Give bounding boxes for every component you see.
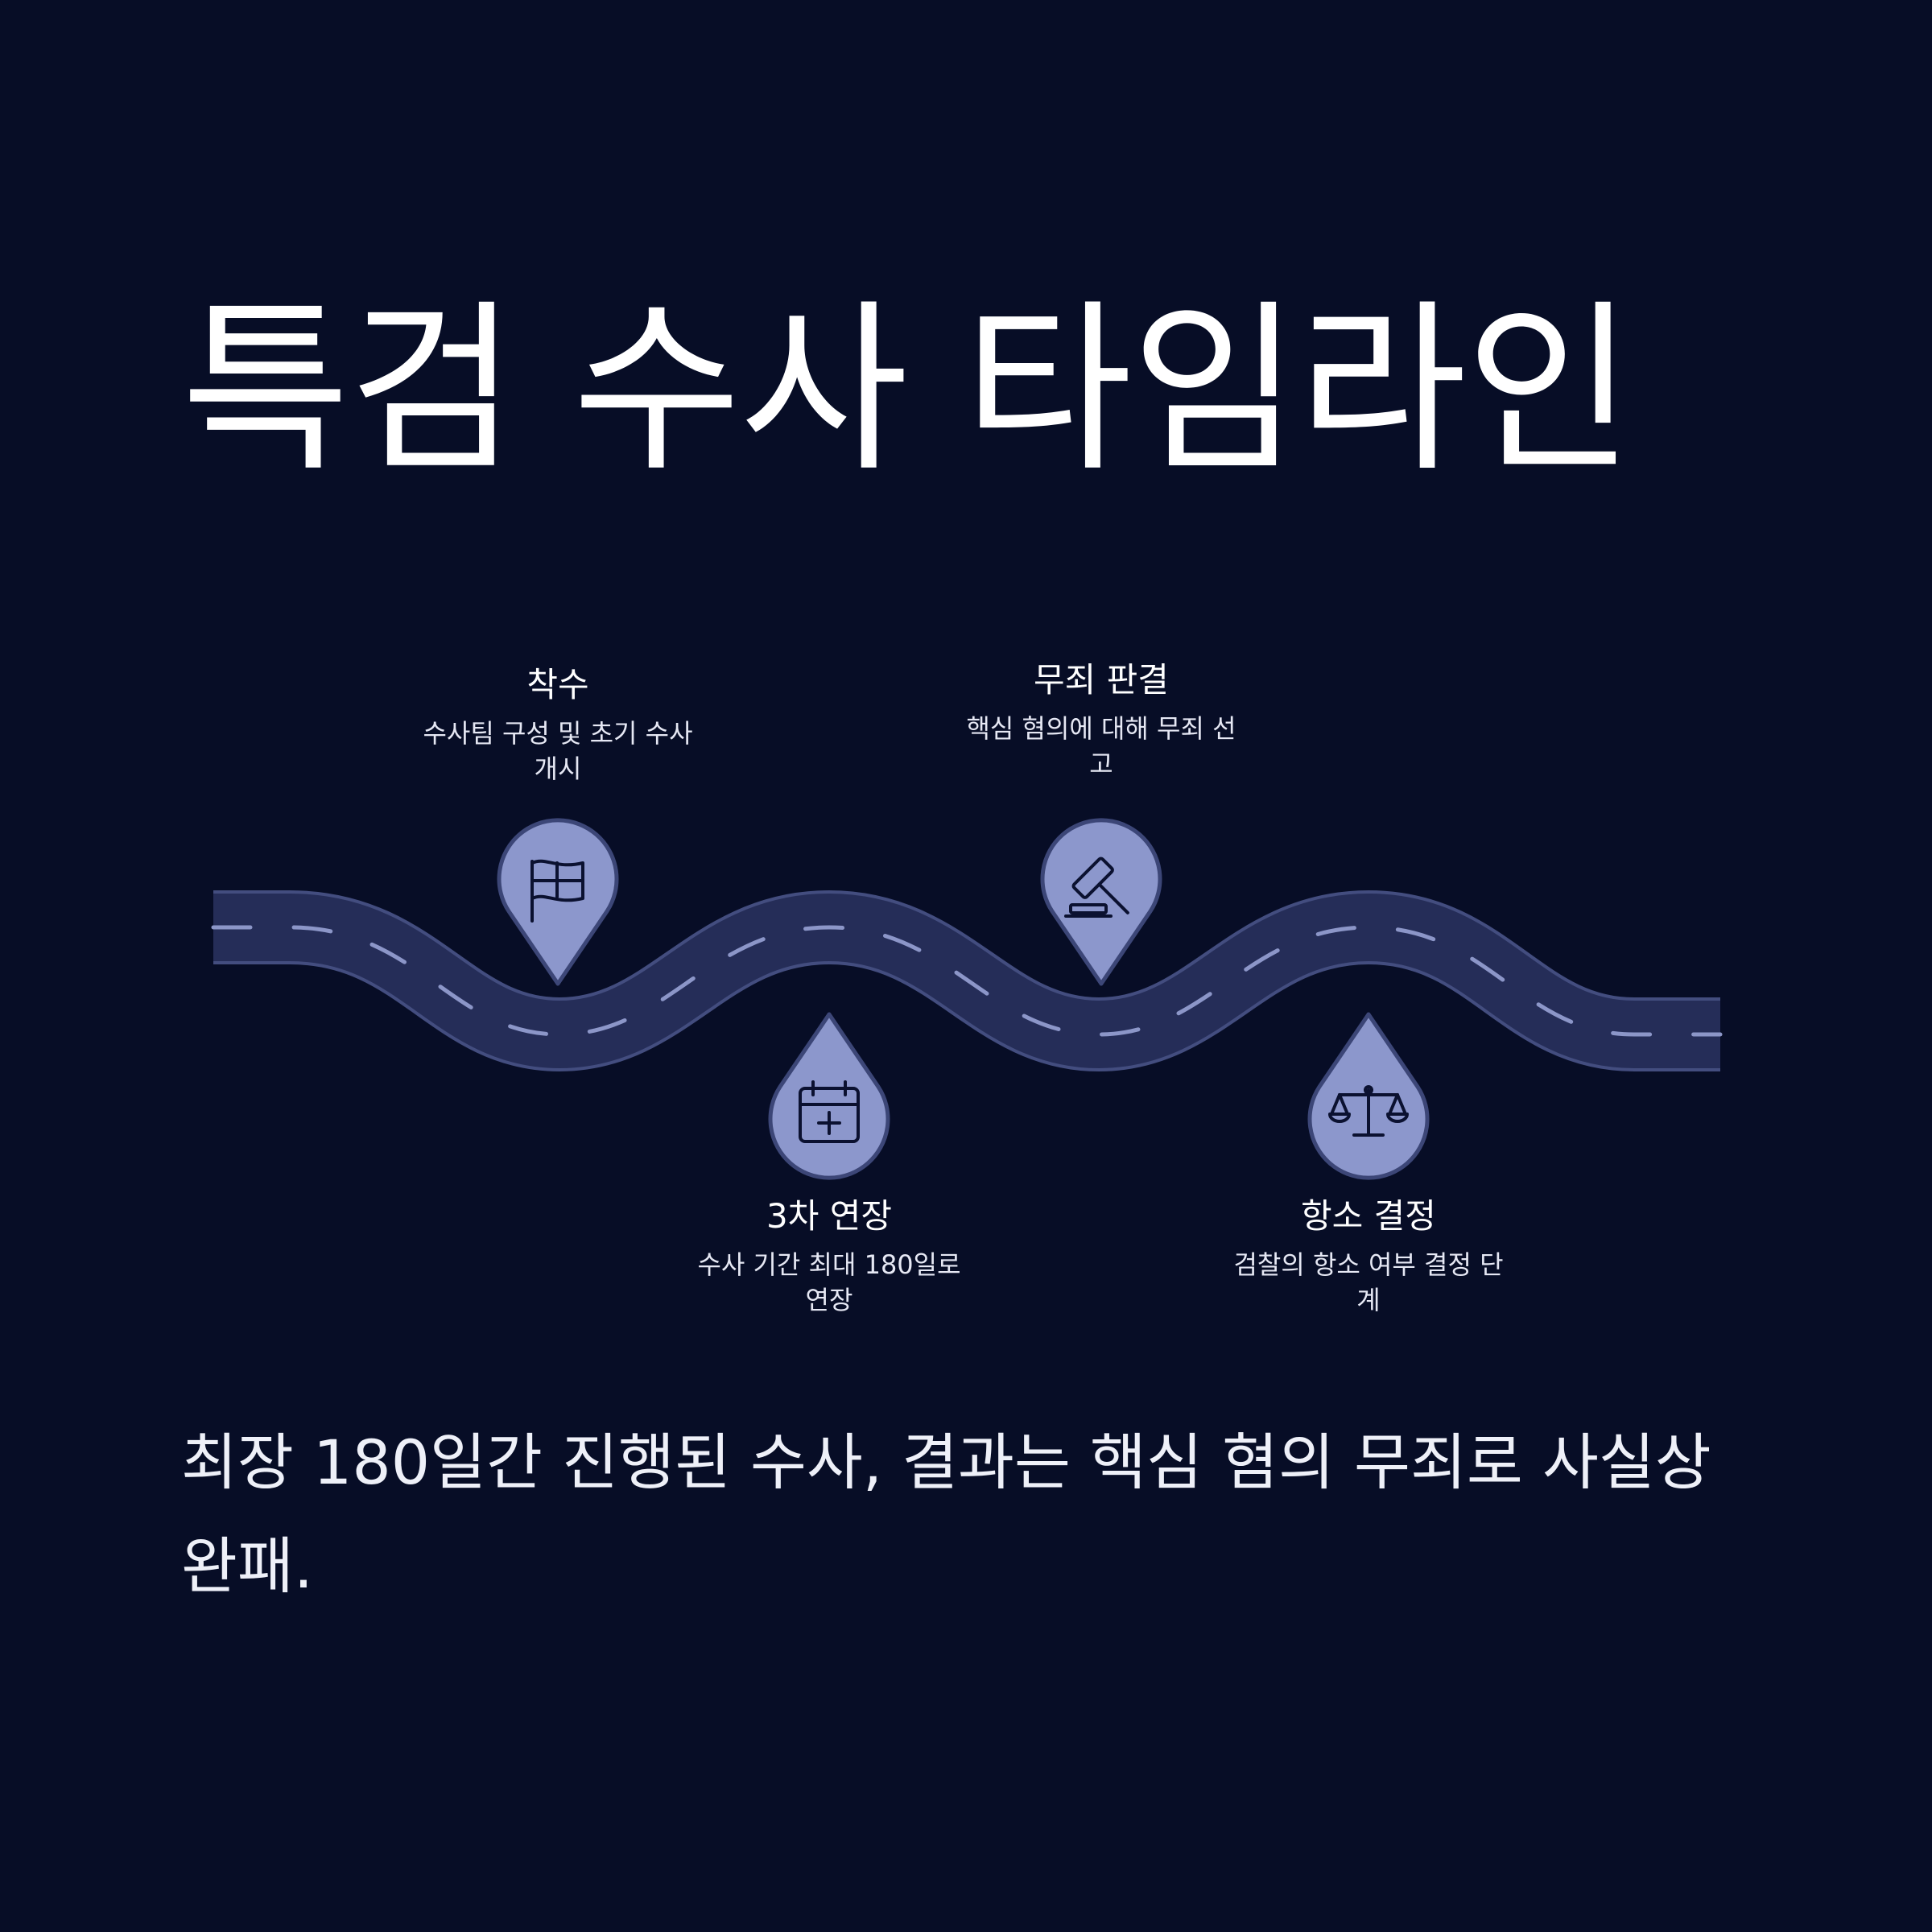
milestone-appeal: 항소 결정 검찰의 항소 여부 결정 단계 <box>1224 1196 1513 1318</box>
milestone-title: 항소 결정 <box>1301 1196 1436 1236</box>
summary-text: 최장 180일간 진행된 수사, 결과는 핵심 혐의 무죄로 사실상 완패. <box>181 1426 1711 1603</box>
scales-icon <box>1328 1085 1409 1137</box>
lane-marks <box>211 925 1723 1037</box>
milestone-title: 3차 연장 <box>766 1196 892 1236</box>
calendar-plus-icon <box>799 1080 860 1143</box>
milestone-title: 착수 <box>526 665 589 704</box>
milestone-pin-verdict <box>1040 818 1162 986</box>
milestone-extension: 3차 연장 수사 기간 최대 180일로 연장 <box>684 1196 974 1318</box>
milestone-desc: 수사 기간 최대 180일로 연장 <box>697 1249 961 1315</box>
milestone-desc: 핵심 혐의에 대해 무죄 선고 <box>966 713 1236 779</box>
milestone-pin-start <box>497 818 619 986</box>
page-title: 특검 수사 타임라인 <box>181 283 1634 497</box>
milestone-pin-appeal <box>1307 1012 1430 1180</box>
gavel-icon <box>1064 857 1129 918</box>
milestone-desc: 검찰의 항소 여부 결정 단계 <box>1233 1249 1504 1315</box>
milestone-desc: 수사팀 구성 및 초기 수사 개시 <box>423 718 693 784</box>
milestone-title: 무죄 판결 <box>1034 660 1169 700</box>
milestone-start: 착수 수사팀 구성 및 초기 수사 개시 <box>413 665 703 786</box>
milestone-pin-extension <box>768 1012 890 1180</box>
milestone-verdict: 무죄 판결 핵심 혐의에 대해 무죄 선고 <box>956 660 1246 782</box>
flag-icon <box>530 859 584 923</box>
